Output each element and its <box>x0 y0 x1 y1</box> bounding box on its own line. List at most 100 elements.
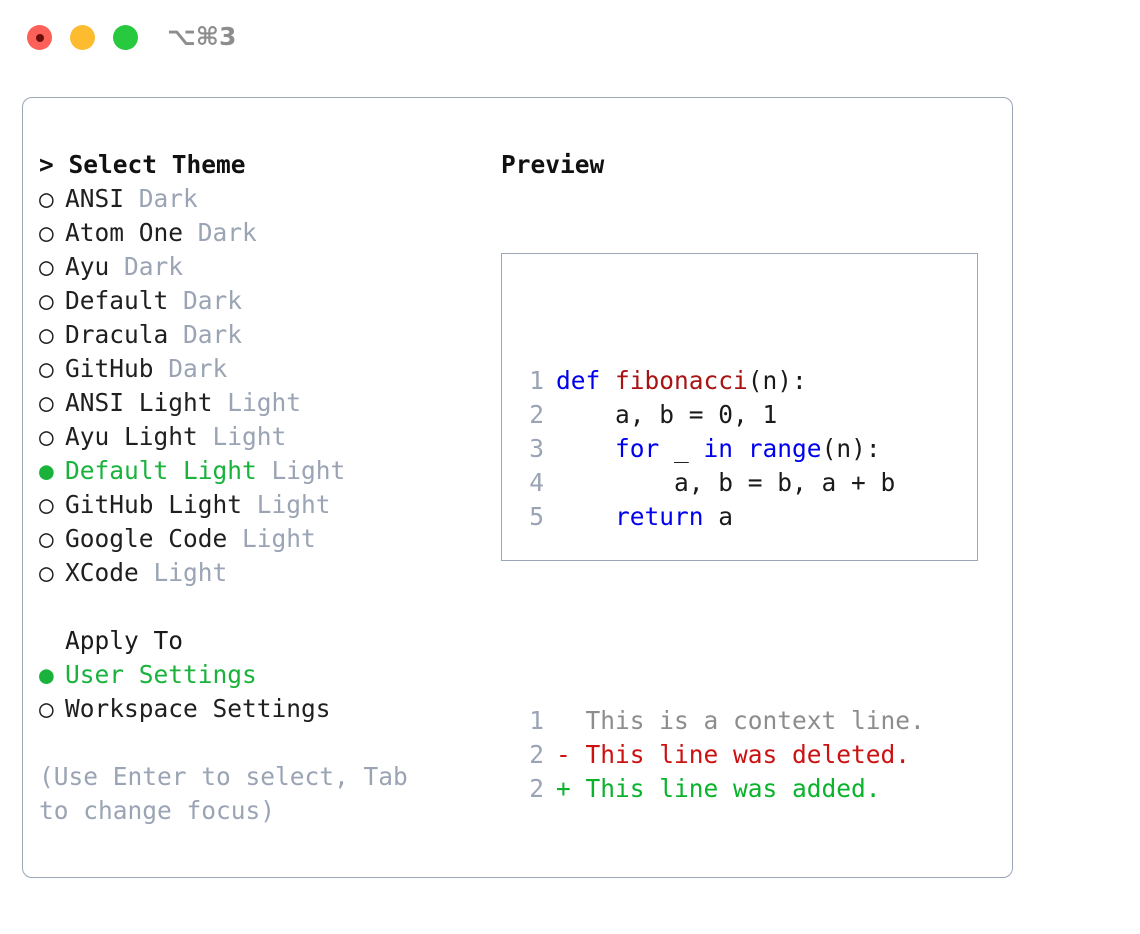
radio-unselected-icon: ○ <box>39 694 54 723</box>
code-token: a, b = 0, 1 <box>556 400 778 429</box>
theme-variant-badge: Dark <box>124 252 184 281</box>
radio-unselected-icon: ○ <box>39 388 54 417</box>
theme-variant-badge: Light <box>256 490 331 519</box>
apply-to-header-label: Apply To <box>65 626 184 655</box>
theme-row[interactable]: ○ Google Code Light <box>39 522 479 556</box>
theme-row[interactable]: ● Default Light Light <box>39 454 479 488</box>
code-token: (n): <box>747 366 807 395</box>
radio-unselected-icon: ○ <box>39 490 54 519</box>
code-token: a, b = b, a + b <box>556 468 896 497</box>
radio-unselected-icon: ○ <box>39 558 54 587</box>
keyboard-hint: (Use Enter to select, Tab to change focu… <box>39 762 423 825</box>
code-line: 2 a, b = 0, 1 <box>518 398 925 432</box>
theme-name: GitHub <box>65 354 169 383</box>
theme-variant-badge: Dark <box>168 354 228 383</box>
theme-row[interactable]: ○ GitHub Light Light <box>39 488 479 522</box>
theme-row[interactable]: ○ GitHub Dark <box>39 352 479 386</box>
theme-variant-badge: Light <box>227 388 302 417</box>
apply-to-row[interactable]: ●User Settings <box>39 658 479 692</box>
radio-unselected-icon: ○ <box>39 422 54 451</box>
theme-picker-panel: > Select Theme ○ANSI Dark○Atom One Dark○… <box>39 148 479 828</box>
theme-name: ANSI <box>65 184 139 213</box>
diff-sign: + <box>556 774 586 803</box>
preview-title: Preview <box>501 150 605 179</box>
diff-line: 2 + This line was added. <box>518 772 925 806</box>
apply-to-list: ●User Settings○Workspace Settings <box>39 658 479 726</box>
code-token: for <box>615 434 660 463</box>
list-spacer <box>39 590 479 624</box>
code-token <box>556 434 615 463</box>
code-token <box>556 502 615 531</box>
code-line: 5 return a <box>518 500 925 534</box>
apply-to-header: Apply To <box>39 624 479 658</box>
diff-line-number: 2 <box>529 740 544 769</box>
diff-line-number: 1 <box>529 706 544 735</box>
radio-selected-icon: ● <box>39 660 54 689</box>
theme-variant-badge: Dark <box>197 218 257 247</box>
theme-row[interactable]: ○Ayu Light Light <box>39 420 479 454</box>
diff-text: This line was deleted. <box>585 740 911 769</box>
theme-picker-header: > Select Theme <box>39 150 246 179</box>
theme-name: Google Code <box>65 524 243 553</box>
code-token: a <box>703 502 734 531</box>
radio-selected-icon: ● <box>39 456 54 485</box>
diff-line: 1 This is a context line. <box>518 704 925 738</box>
theme-variant-badge: Light <box>271 456 346 485</box>
theme-name: GitHub Light <box>65 490 257 519</box>
theme-row[interactable]: ○ ANSI Light Light <box>39 386 479 420</box>
theme-name: ANSI Light <box>65 388 228 417</box>
theme-row[interactable]: ○ Ayu Dark <box>39 250 479 284</box>
code-token: _ <box>659 434 704 463</box>
line-number: 2 <box>529 400 544 429</box>
radio-unselected-icon: ○ <box>39 524 54 553</box>
diff-line: 2- This line was deleted. <box>518 738 925 772</box>
code-token: in range <box>703 434 822 463</box>
theme-row[interactable]: ○ XCode Light <box>39 556 479 590</box>
radio-unselected-icon: ○ <box>39 354 54 383</box>
theme-row[interactable]: ○Atom One Dark <box>39 216 479 250</box>
keyboard-shortcut-label: ⌥⌘3 <box>167 22 237 51</box>
title-bar: ⌥⌘3 <box>0 0 1140 78</box>
code-token: return <box>615 502 704 531</box>
code-token: fibonacci <box>615 366 748 395</box>
line-number: 3 <box>529 434 544 463</box>
theme-variant-badge: Light <box>153 558 228 587</box>
traffic-lights <box>27 25 138 50</box>
theme-row[interactable]: ○ Default Dark <box>39 284 479 318</box>
minimize-button[interactable] <box>70 25 95 50</box>
theme-row[interactable]: ○ANSI Dark <box>39 182 479 216</box>
diff-line-number: 2 <box>529 774 544 803</box>
theme-name: XCode <box>65 558 154 587</box>
apply-to-header-indent <box>39 624 65 658</box>
code-line: 3 for _ in range(n): <box>518 432 925 466</box>
terminal-content-frame: > Select Theme ○ANSI Dark○Atom One Dark○… <box>22 97 1013 878</box>
theme-name: Default <box>65 286 184 315</box>
theme-name: Default Light <box>65 456 272 485</box>
radio-unselected-icon: ○ <box>39 320 54 349</box>
theme-name: Atom One <box>65 218 198 247</box>
theme-row[interactable]: ○ Dracula Dark <box>39 318 479 352</box>
radio-unselected-icon: ○ <box>39 252 54 281</box>
theme-variant-badge: Dark <box>183 320 243 349</box>
theme-name: Ayu Light <box>65 422 213 451</box>
code-line: 4 a, b = b, a + b <box>518 466 925 500</box>
line-number: 1 <box>529 366 544 395</box>
zoom-button[interactable] <box>113 25 138 50</box>
code-token: (n): <box>821 434 881 463</box>
theme-name: Ayu <box>65 252 125 281</box>
diff-sign <box>556 706 586 735</box>
diff-text: This line was added. <box>585 774 881 803</box>
radio-unselected-icon: ○ <box>39 286 54 315</box>
theme-name: Dracula <box>65 320 184 349</box>
theme-variant-badge: Light <box>242 524 316 553</box>
close-button[interactable] <box>27 25 52 50</box>
apply-to-row[interactable]: ○Workspace Settings <box>39 692 479 726</box>
theme-variant-badge: Dark <box>183 286 243 315</box>
theme-list: ○ANSI Dark○Atom One Dark○Ayu Dark○Defaul… <box>39 182 479 590</box>
